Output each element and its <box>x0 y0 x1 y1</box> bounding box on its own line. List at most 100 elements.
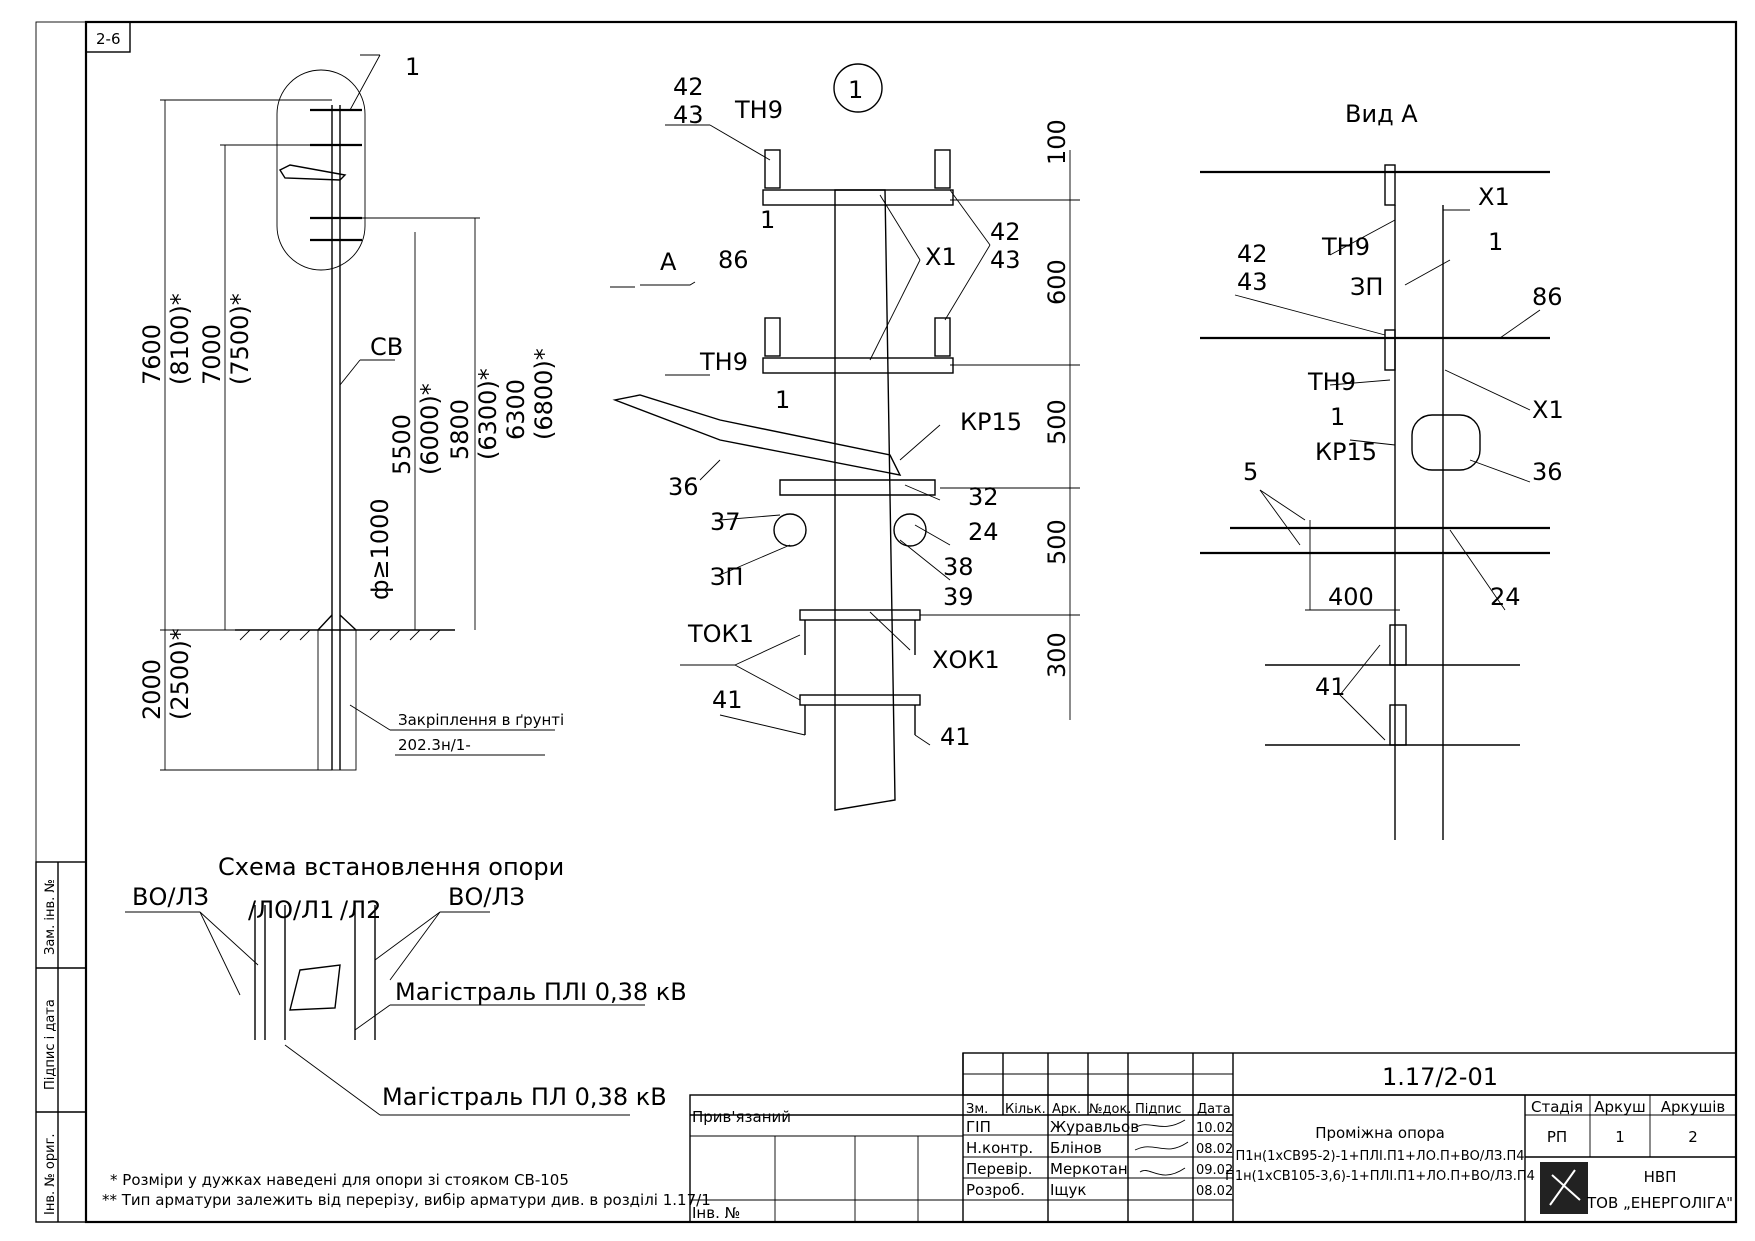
dim-6300: (6300)* <box>474 368 502 460</box>
tb-h-zm: Зм. <box>966 1102 988 1117</box>
view-label-42: 42 <box>1237 240 1268 268</box>
dim-8100: (8100)* <box>166 293 194 385</box>
mid-dim-300: 300 <box>1043 632 1071 678</box>
scheme-label-lo-l1: /ЛО/Л1 <box>248 896 334 924</box>
mid-label-39: 39 <box>943 583 974 611</box>
view-a-title: Вид А <box>1345 100 1418 128</box>
tb-title-1: Проміжна опора <box>1315 1124 1445 1142</box>
note-2: ** Тип арматури залежить від перерізу, в… <box>102 1191 711 1209</box>
title-block-grid <box>689 1052 1737 1223</box>
ground-note: Закріплення в ґрунті <box>398 711 564 729</box>
tb-name-1: Блінов <box>1050 1139 1102 1157</box>
mid-label-43b: 43 <box>990 246 1021 274</box>
dim-6300b: 6300 <box>502 379 530 440</box>
tb-h-ark: Арк. <box>1052 1102 1081 1117</box>
view-label-kr15: КР15 <box>1315 438 1377 466</box>
mid-label-86: 86 <box>718 246 749 274</box>
mid-dim-500b: 500 <box>1043 519 1071 565</box>
mid-dim-500a: 500 <box>1043 399 1071 445</box>
mid-label-43: 43 <box>673 101 704 129</box>
view-label-th9-bottom: ТН9 <box>1307 368 1356 396</box>
left-label-cb: СВ <box>370 333 403 361</box>
signature-marks <box>1134 1119 1189 1176</box>
tb-role-1: Н.контр. <box>966 1139 1033 1157</box>
tb-stage-h: Стадія <box>1531 1098 1583 1116</box>
left-callout-1: 1 <box>405 53 420 81</box>
dim-6800: (6800)* <box>530 348 558 440</box>
mid-label-41-left: 41 <box>712 686 743 714</box>
mid-view-arrow: А <box>660 248 677 276</box>
mid-label-1-mid: 1 <box>775 386 790 414</box>
tb-sheets: 2 <box>1688 1128 1698 1146</box>
tb-name-0: Журавльов <box>1050 1118 1139 1136</box>
mid-label-th9-top: ТН9 <box>734 96 783 124</box>
mid-dim-100: 100 <box>1043 119 1071 165</box>
note-1: * Розміри у дужках наведені для опори зі… <box>110 1171 569 1189</box>
view-a-drawing <box>1200 164 1550 840</box>
view-label-24: 24 <box>1490 583 1521 611</box>
tb-date-3: 08.02 <box>1196 1184 1233 1199</box>
mid-label-42: 42 <box>673 73 704 101</box>
tb-name-2: Меркотан <box>1050 1160 1128 1178</box>
sheet-tag-box <box>85 21 131 53</box>
tb-sheet-h: Аркуш <box>1594 1098 1645 1116</box>
tb-role-2: Перевір. <box>966 1160 1033 1178</box>
detail-marker: 1 <box>848 76 863 104</box>
mid-label-36: 36 <box>668 473 699 501</box>
tb-date-2: 09.02 <box>1196 1163 1233 1178</box>
tb-name-3: Іщук <box>1050 1181 1087 1199</box>
mid-label-41-right: 41 <box>940 723 971 751</box>
tb-h-ndok: №док. <box>1089 1102 1131 1117</box>
tb-org-1: НВП <box>1644 1168 1677 1186</box>
tb-date-0: 10.02 <box>1196 1121 1233 1136</box>
view-label-43: 43 <box>1237 268 1268 296</box>
view-label-zp: ЗП <box>1350 273 1383 301</box>
view-label-1-top: 1 <box>1488 228 1503 256</box>
view-label-86: 86 <box>1532 283 1563 311</box>
tb-role-0: ГІП <box>966 1118 991 1136</box>
stamp-repl-inv: Зам. інв. № <box>43 879 58 955</box>
scheme-main-pl: Магістраль ПЛ 0,38 кВ <box>382 1083 667 1111</box>
scheme-title: Схема встановлення опори <box>218 853 564 881</box>
scheme-label-l2: /Л2 <box>340 896 381 924</box>
tb-role-3: Розроб. <box>966 1181 1025 1199</box>
mid-label-42b: 42 <box>990 218 1021 246</box>
installation-scheme <box>125 905 645 1116</box>
mid-label-37: 37 <box>710 508 741 536</box>
view-label-th9-top: ТН9 <box>1321 233 1370 261</box>
mid-label-xok1: ХОК1 <box>932 646 1000 674</box>
mid-label-38: 38 <box>943 553 974 581</box>
dim-7000: 7000 <box>198 324 226 385</box>
view-label-x1-top: Х1 <box>1478 183 1510 211</box>
dim-7600: 7600 <box>138 324 166 385</box>
tb-title-2: П1н(1хСВ95-2)-1+ПЛІ.П1+ЛО.П+ВО/ЛЗ.П4 <box>1235 1149 1524 1164</box>
dim-2000: 2000 <box>138 659 166 720</box>
tb-date-1: 08.02 <box>1196 1142 1233 1157</box>
tb-h-kilk: Кільк. <box>1005 1102 1046 1117</box>
tb-stage: РП <box>1547 1128 1567 1146</box>
dim-7500: (7500)* <box>226 293 254 385</box>
view-label-x1-bottom: Х1 <box>1532 396 1564 424</box>
tb-inv: Інв. № <box>692 1204 740 1222</box>
tb-sheets-h: Аркушів <box>1661 1098 1725 1116</box>
view-label-5: 5 <box>1243 458 1258 486</box>
stamp-sign-date: Підпис і дата <box>43 999 58 1090</box>
scheme-label-volz-left: ВО/ЛЗ <box>132 883 209 911</box>
mid-label-tok1: ТОК1 <box>687 620 754 648</box>
tb-title-3: П1н(1хСВ105-3,6)-1+ПЛІ.П1+ЛО.П+ВО/ЛЗ.П4 <box>1225 1169 1535 1184</box>
side-stamp: Інв. № ориг. Підпис і дата Зам. інв. № <box>35 861 87 1223</box>
mid-label-zp: ЗП <box>710 563 743 591</box>
mid-label-kr15: КР15 <box>960 408 1022 436</box>
left-pole-drawing <box>160 54 555 771</box>
tb-sheet: 1 <box>1615 1128 1625 1146</box>
view-label-41: 41 <box>1315 673 1346 701</box>
tb-org-2: ТОВ „ЕНЕРГОЛІГА" <box>1586 1194 1733 1212</box>
mid-label-1-top: 1 <box>760 206 775 234</box>
diameter-label: ф≥1000 <box>366 498 394 600</box>
view-label-36: 36 <box>1532 458 1563 486</box>
mid-label-th9-bottom: ТН9 <box>699 348 748 376</box>
stamp-inv-orig: Інв. № ориг. <box>43 1133 58 1215</box>
sheet-tag: 2-6 <box>96 30 121 48</box>
view-label-1-mid: 1 <box>1330 403 1345 431</box>
